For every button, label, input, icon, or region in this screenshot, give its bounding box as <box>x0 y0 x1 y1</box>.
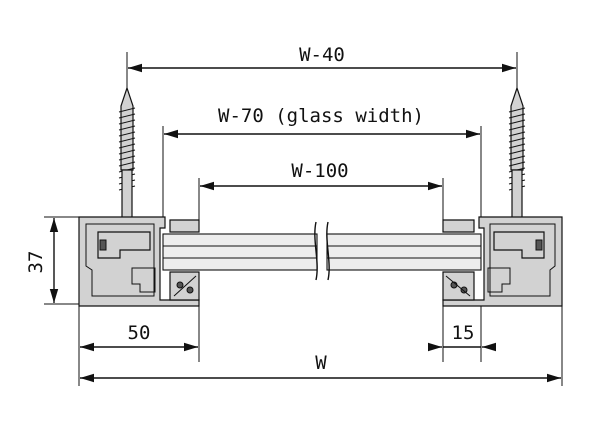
dimension-label-left-offset: 50 <box>128 322 151 344</box>
dimension-label-total-width: W <box>315 352 327 374</box>
dimension-left-offset: 50 <box>78 300 200 386</box>
dimension-right-offset: 15 <box>428 300 496 362</box>
glass-pane <box>162 221 482 281</box>
dimension-label-w-40: W-40 <box>299 44 345 66</box>
dimension-label-glass-width: W-70 (glass width) <box>218 105 424 127</box>
dimension-total-width: W <box>80 306 563 386</box>
dimension-label-w-100: W-100 <box>291 160 348 182</box>
dimension-label-right-offset: 15 <box>452 322 475 344</box>
dimension-label-height: 37 <box>25 251 47 274</box>
frame-profile <box>78 216 563 307</box>
dimension-w-100: W-100 <box>198 160 444 225</box>
dimension-w-40: W-40 <box>126 44 518 100</box>
dimension-glass-width: W-70 (glass width) <box>162 105 482 220</box>
